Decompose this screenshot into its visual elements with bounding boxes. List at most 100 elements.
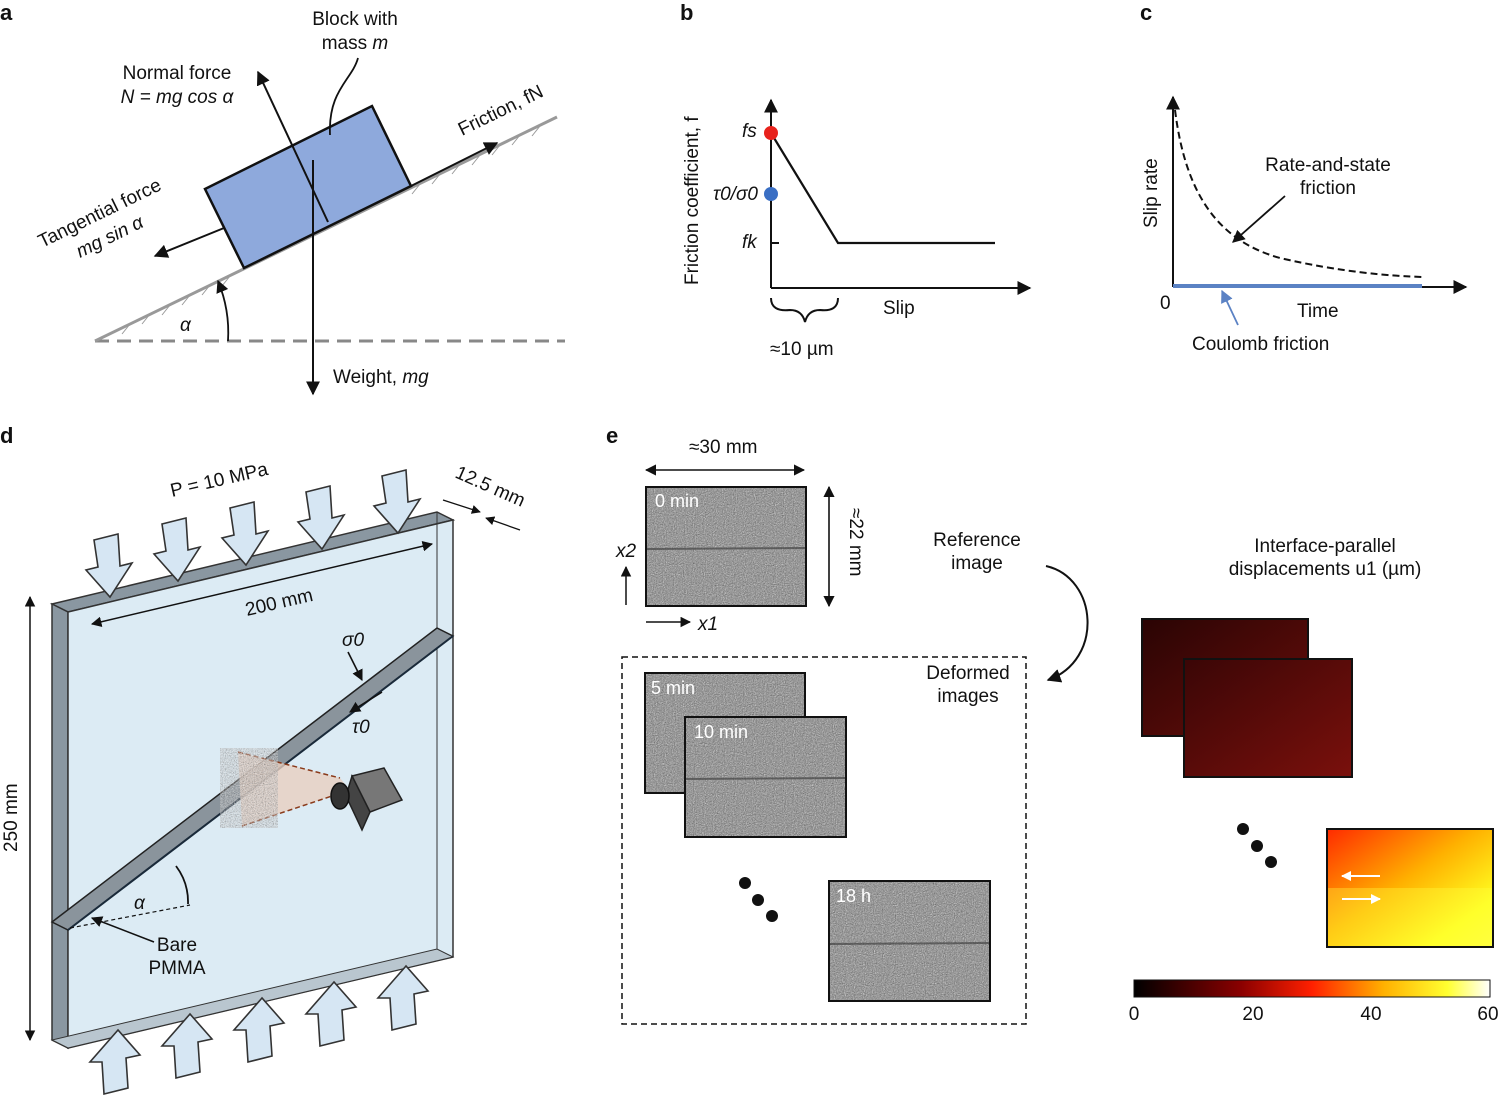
- time-label-0min: 0 min: [655, 491, 699, 511]
- deformed-images-box: [621, 656, 1027, 1025]
- thickness-label: 12.5 mm: [452, 462, 528, 511]
- reference-interface: [646, 547, 806, 550]
- fk-label: fk: [742, 232, 758, 253]
- thickness-arrow-1: [442, 499, 481, 514]
- sigma-label: σ0: [342, 630, 364, 651]
- d-angle-arc: [175, 865, 189, 905]
- coulomb-pointer: [1221, 289, 1239, 326]
- thickness-arrow-2: [485, 516, 521, 531]
- tau-label: τ0: [352, 717, 370, 738]
- reference-to-deformed-arrow: [1045, 565, 1089, 683]
- height-label: 250 mm: [1, 783, 22, 852]
- block-label-line2: mass m: [322, 33, 389, 54]
- colorbar-tick-0: 0: [1129, 1004, 1140, 1025]
- panel-b: b Friction coefficient, f fs τ0/σ0 fk Sl…: [680, 0, 1032, 360]
- c-origin-label: 0: [1160, 293, 1171, 314]
- bare-pmma-pointer: [90, 916, 155, 943]
- angle-alpha-arc: [216, 279, 230, 342]
- fs-point: [764, 126, 778, 140]
- displacement-label-line1: Interface-parallel: [1254, 536, 1396, 557]
- time-label-5min: 5 min: [651, 678, 695, 698]
- plate-bottom-edge: [50, 948, 455, 1049]
- reference-label-line1: Reference: [933, 530, 1021, 551]
- pressure-arrow-down: [84, 532, 134, 599]
- rate-state-curve: [1174, 109, 1424, 278]
- incline-hatching: [121, 125, 541, 335]
- panel-c: c Slip rate Rate-and-state friction 0 Ti…: [1140, 0, 1468, 355]
- b-y-axis-label: Friction coefficient, f: [682, 116, 703, 285]
- panel-d: d: [0, 423, 528, 1096]
- d-alpha-label: α: [134, 893, 146, 914]
- colorbar: [1133, 979, 1491, 998]
- tau-arrow: [349, 691, 383, 713]
- camera-icon: [330, 767, 404, 832]
- colorbar-tick-20: 20: [1242, 1004, 1263, 1025]
- pressure-arrows-bottom: [88, 964, 430, 1096]
- bare-label-line1: Bare: [157, 935, 197, 956]
- dc-brace: [770, 297, 839, 323]
- friction-label: Friction, fN: [455, 81, 547, 140]
- time-label-18h: 18 h: [836, 886, 871, 906]
- panel-c-letter: c: [1140, 0, 1152, 25]
- tangential-force-arrow: [153, 227, 225, 258]
- e-width-label: ≈30 mm: [689, 437, 758, 458]
- speckle-10min: [686, 718, 845, 836]
- block-pointer-line: [329, 57, 359, 136]
- pressure-arrows-top: [84, 468, 422, 599]
- slip-weakening-curve: [770, 132, 995, 245]
- colorbar-tick-60: 60: [1477, 1004, 1498, 1025]
- rate-state-pointer: [1232, 195, 1286, 243]
- width-dimension: [90, 541, 434, 627]
- reference-label-line2: image: [951, 553, 1003, 574]
- weight-label: Weight, mg: [333, 367, 429, 388]
- panel-a: a Block with mass m Normal force N: [0, 0, 565, 396]
- e-height-label: ≈22 mm: [845, 508, 866, 577]
- normal-force-arrow: [256, 70, 329, 223]
- ellipsis-dots-maps: [1237, 823, 1277, 868]
- fs-label: fs: [742, 121, 757, 142]
- alpha-label: α: [180, 315, 192, 336]
- displacement-label-line2: displacements u1 (µm): [1229, 559, 1422, 580]
- x2-label: x2: [615, 541, 637, 562]
- panel-e: e: [606, 423, 1499, 1025]
- displacement-map-18h: [1326, 828, 1494, 948]
- ratio-point: [764, 187, 778, 201]
- speckle-region: [220, 748, 278, 828]
- panel-a-letter: a: [0, 0, 13, 25]
- plate-side-edge: [51, 602, 69, 1050]
- interface-18h: [829, 942, 990, 945]
- normal-force-label-line1: Normal force: [123, 63, 232, 84]
- sliding-block: [203, 104, 413, 270]
- b-x-axis-label: Slip: [883, 298, 915, 319]
- ellipsis-dots-images: [739, 877, 778, 922]
- deformed-label-line1: Deformed: [926, 663, 1009, 684]
- ratio-label: τ0/σ0: [713, 184, 758, 205]
- bare-label-line2: PMMA: [149, 958, 206, 979]
- rate-state-label-line1: Rate-and-state: [1265, 155, 1391, 176]
- dc-label: ≈10 µm: [770, 339, 834, 360]
- friction-arrow: [410, 142, 499, 187]
- speckle-18h: [830, 882, 989, 1000]
- time-label-10min: 10 min: [694, 722, 748, 742]
- c-y-axis-label: Slip rate: [1141, 158, 1162, 228]
- fov-edge-bottom: [241, 789, 351, 827]
- displacement-map-lower-half: [1328, 888, 1492, 946]
- normal-force-label-line2: N = mg cos α: [121, 87, 235, 108]
- coulomb-label: Coulomb friction: [1192, 334, 1329, 355]
- interface-10min: [685, 777, 846, 780]
- displacement-map-10min: [1183, 658, 1353, 778]
- panel-d-letter: d: [0, 423, 13, 448]
- pressure-label: P = 10 MPa: [168, 459, 270, 502]
- sigma-arrow: [347, 651, 363, 682]
- c-x-axis-label: Time: [1297, 301, 1339, 322]
- colorbar-tick-40: 40: [1360, 1004, 1381, 1025]
- d-horizontal-ref: [69, 904, 191, 929]
- rate-state-label-line2: friction: [1300, 178, 1356, 199]
- panel-e-letter: e: [606, 423, 618, 448]
- x1-label: x1: [697, 614, 718, 635]
- deformed-label-line2: images: [937, 686, 998, 707]
- panel-b-letter: b: [680, 0, 693, 25]
- block-label-line1: Block with: [312, 9, 398, 30]
- reference-speckle: [647, 488, 805, 605]
